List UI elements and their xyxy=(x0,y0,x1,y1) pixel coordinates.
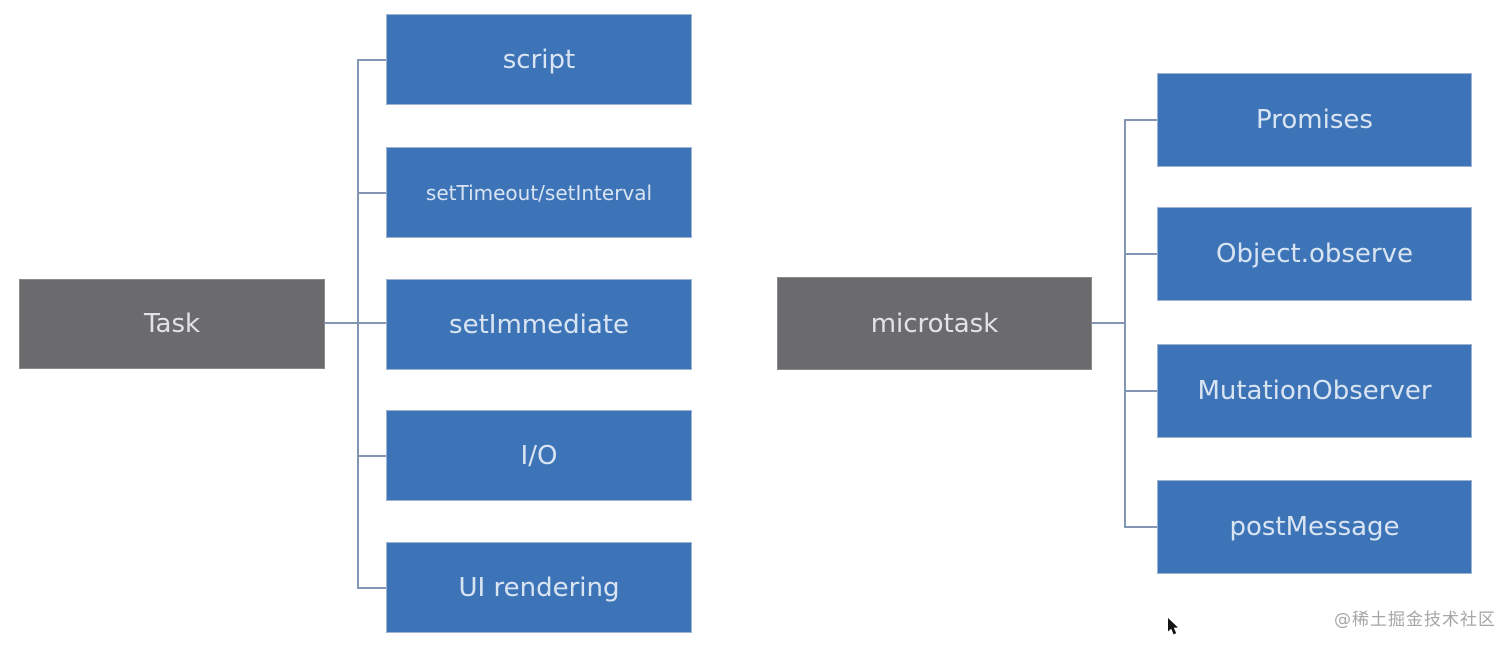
task-branch-line xyxy=(357,455,387,457)
task-trunk-line xyxy=(357,59,359,589)
microtask-parent-label: microtask xyxy=(870,308,999,339)
microtask-connector-line xyxy=(1092,322,1125,324)
task-child-box-ui-rendering: UI rendering xyxy=(386,542,692,633)
microtask-child-box-postmessage: postMessage xyxy=(1157,480,1472,574)
microtask-branch-line xyxy=(1124,119,1157,121)
task-branch-line xyxy=(357,59,387,61)
task-parent-label: Task xyxy=(143,309,201,339)
task-child-box-io: I/O xyxy=(386,410,692,501)
task-child-label: setImmediate xyxy=(449,309,629,340)
task-parent-box: Task xyxy=(19,279,325,369)
task-connector-line xyxy=(325,322,358,324)
task-branch-line xyxy=(357,322,387,324)
task-child-label: I/O xyxy=(520,440,558,471)
watermark-text: @稀土掘金技术社区 xyxy=(1334,610,1496,630)
task-child-label: setTimeout/setInterval xyxy=(425,180,653,205)
microtask-child-label: MutationObserver xyxy=(1197,376,1432,406)
microtask-child-label: Promises xyxy=(1256,105,1373,135)
microtask-branch-line xyxy=(1124,253,1157,255)
task-branch-line xyxy=(357,192,387,194)
microtask-child-box-mutationobserver: MutationObserver xyxy=(1157,344,1472,438)
task-child-label: script xyxy=(502,44,576,75)
microtask-branch-line xyxy=(1124,526,1157,528)
task-branch-line xyxy=(357,587,387,589)
microtask-child-box-promises: Promises xyxy=(1157,73,1472,167)
microtask-child-label: Object.observe xyxy=(1216,239,1413,269)
task-child-box-settimeout-setinterval: setTimeout/setInterval xyxy=(386,147,692,238)
task-child-label: UI rendering xyxy=(458,572,620,603)
task-child-box-setimmediate: setImmediate xyxy=(386,279,692,370)
microtask-child-box-object-observe: Object.observe xyxy=(1157,207,1472,301)
microtask-child-label: postMessage xyxy=(1229,512,1400,542)
task-child-box-script: script xyxy=(386,14,692,105)
mouse-cursor-icon xyxy=(1168,618,1178,635)
microtask-trunk-line xyxy=(1124,119,1126,528)
microtask-parent-box: microtask xyxy=(777,277,1092,370)
microtask-branch-line xyxy=(1124,390,1157,392)
